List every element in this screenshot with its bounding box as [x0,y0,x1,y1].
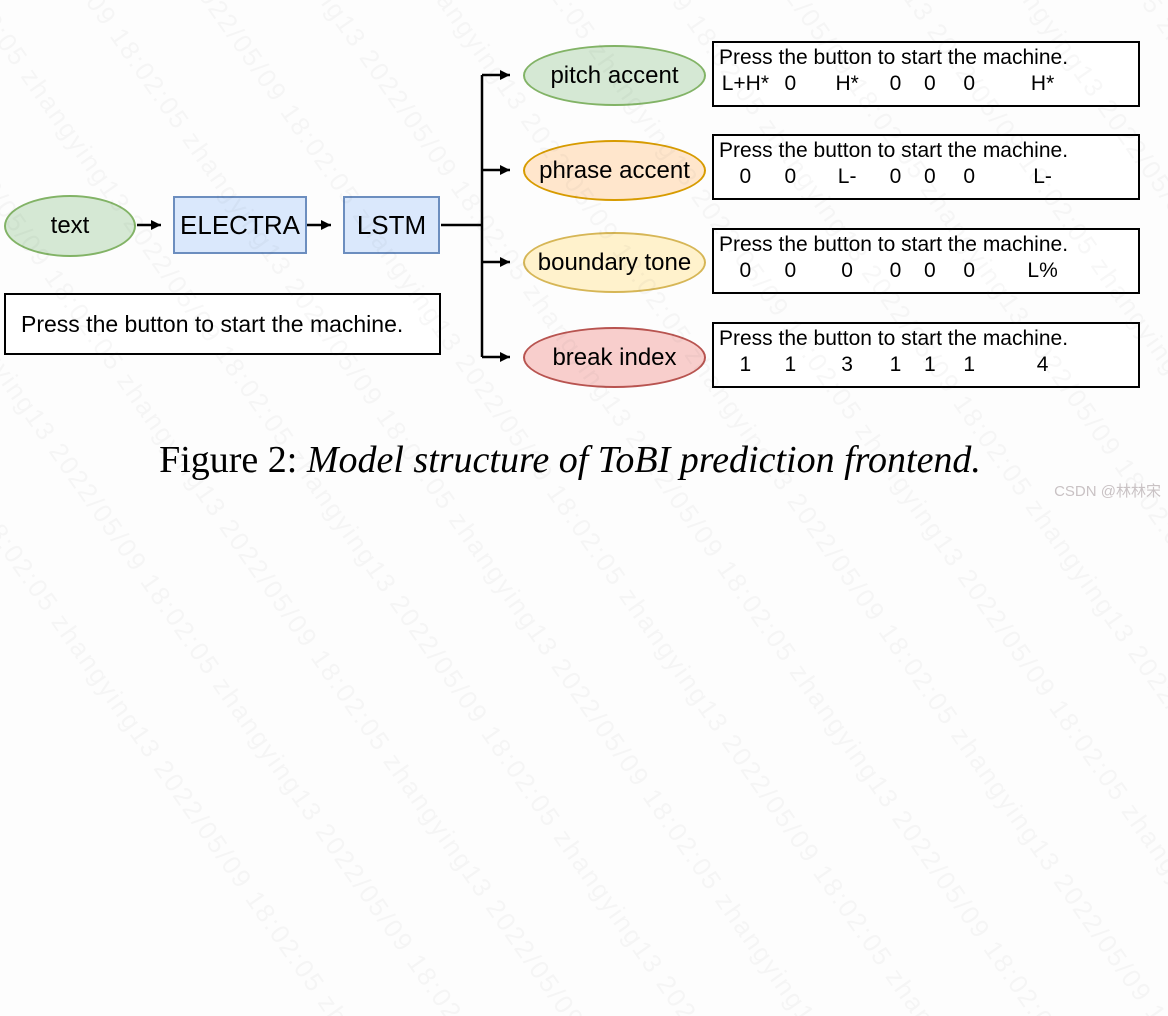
output-sentence: Press the button to start the machine. [719,327,1069,350]
tobi-label: 0 [889,72,902,95]
output-box-pitch-accent: Press the button to start the machine. L… [712,41,1140,107]
figure-caption: Figure 2: Model structure of ToBI predic… [0,438,1140,482]
tobi-labels-row: 0 0 L- 0 0 0 L- [714,165,1138,197]
output-sentence: Press the button to start the machine. [719,233,1069,256]
task-ellipse-pitch-accent: pitch accent [523,45,706,106]
electra-label: ELECTRA [180,209,300,240]
task-ellipse-break-index: break index [523,327,706,388]
tobi-label: 0 [841,259,853,282]
csdn-watermark: CSDN @林林宋 [1054,483,1161,500]
text-node-label: text [50,212,90,239]
tobi-label: 0 [784,72,797,95]
tobi-labels-row: 1 1 3 1 1 1 4 [714,353,1138,385]
caption-title: Model structure of ToBI prediction front… [306,439,981,481]
text-node: text [4,195,136,257]
task-label-boundary-tone: boundary tone [537,248,692,276]
tobi-label: H* [1030,72,1055,95]
tobi-label: 0 [963,72,976,95]
output-sentence: Press the button to start the machine. [719,46,1069,69]
output-box-phrase-accent: Press the button to start the machine. 0… [712,134,1140,200]
tobi-label: 1 [889,353,902,376]
output-box-boundary-tone: Press the button to start the machine. 0… [712,228,1140,294]
tobi-label: 1 [923,353,936,376]
branch-line [441,75,484,357]
tobi-labels-row: 0 0 0 0 0 0 L% [714,259,1138,291]
tobi-label: 0 [784,165,797,188]
task-label-phrase-accent: phrase accent [539,156,690,184]
task-label-break-index: break index [552,343,677,371]
task-label-pitch-accent: pitch accent [550,61,679,89]
input-sentence-box: Press the button to start the machine. [4,293,441,355]
output-sentence: Press the button to start the machine. [719,139,1069,162]
tobi-label: 1 [963,353,976,376]
tobi-label: 4 [1036,353,1049,376]
input-sentence-text: Press the button to start the machine. [21,310,404,337]
lstm-label: LSTM [356,209,427,240]
tobi-label: 0 [739,165,752,188]
tobi-label: 0 [923,165,936,188]
tobi-label: H* [835,72,859,95]
tobi-label: 0 [889,259,902,282]
tobi-label: 0 [889,165,902,188]
caption-prefix: Figure 2: [159,439,307,481]
tobi-label: L- [837,165,857,188]
tobi-label: 0 [963,165,976,188]
tobi-label: L+H* [721,72,770,95]
tobi-label: 0 [923,259,936,282]
tobi-label: 0 [923,72,936,95]
task-ellipse-boundary-tone: boundary tone [523,232,706,293]
task-ellipse-phrase-accent: phrase accent [523,140,706,201]
tobi-label: L- [1033,165,1052,188]
tobi-label: L% [1027,259,1058,282]
electra-node: ELECTRA [173,196,307,254]
tobi-label: 0 [963,259,976,282]
tobi-label: 1 [739,353,752,376]
tobi-labels-row: L+H* 0 H* 0 0 0 H* [714,72,1138,104]
lstm-node: LSTM [343,196,440,254]
tobi-label: 1 [784,353,797,376]
tobi-label: 0 [739,259,752,282]
tobi-label: 3 [841,353,853,376]
tobi-label: 0 [784,259,797,282]
output-box-break-index: Press the button to start the machine. 1… [712,322,1140,388]
